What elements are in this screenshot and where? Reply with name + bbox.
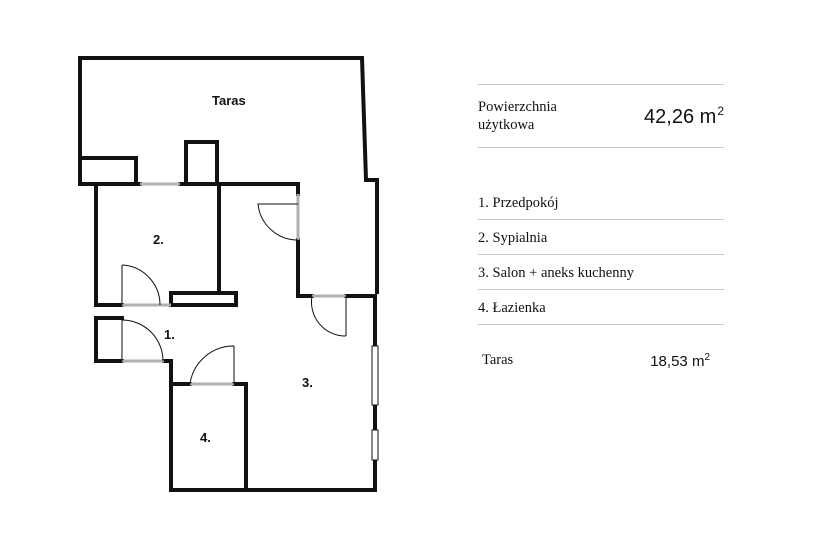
usable-area-number: 42,26 — [644, 105, 695, 128]
wall-living-left — [296, 238, 314, 298]
chimney — [184, 140, 219, 186]
window-2 — [371, 429, 379, 461]
room-label-4: 4. — [200, 430, 211, 445]
terrace-area-value: 18,53 m2 — [650, 352, 710, 370]
divider — [478, 84, 724, 85]
room-label-1: 1. — [164, 327, 175, 342]
door-swing-bedroom — [121, 264, 161, 306]
terrace-box — [78, 156, 138, 186]
terrace-area-row: Taras 18,53 m2 — [478, 352, 724, 370]
door-swing-living-top — [257, 203, 299, 241]
wall-living-right — [344, 294, 377, 348]
room-item-4: 4. Łazienka — [478, 290, 724, 325]
terrace-area-unit-sup: 2 — [704, 352, 710, 363]
usable-area-value: 42,26 m2 — [644, 104, 724, 129]
wall-hall-stub — [162, 359, 192, 386]
room-item-3: 3. Salon + aneks kuchenny — [478, 255, 724, 290]
door-swing-living — [310, 295, 347, 337]
usable-area-row: Powierzchnia użytkowa 42,26 m2 — [478, 85, 724, 147]
wall-top — [178, 182, 300, 196]
door-swing-hall — [121, 319, 164, 362]
terrace-label: Taras — [482, 352, 514, 368]
wall-bedroom-bottom-2 — [169, 291, 238, 307]
terrace-wall — [78, 56, 379, 294]
legend-panel: Powierzchnia użytkowa 42,26 m2 1. Przedp… — [478, 84, 724, 370]
usable-area-unit-sup: 2 — [717, 103, 724, 118]
terrace-area-unit: m — [691, 353, 705, 370]
terrace-area-number: 18,53 — [650, 353, 688, 370]
door-swing-bath — [189, 345, 235, 385]
window-1 — [371, 345, 379, 406]
room-item-1: 1. Przedpokój — [478, 185, 724, 220]
terrace-wall-left — [78, 56, 142, 186]
floor-plan: Taras 2. 1. 3. 4. — [78, 56, 379, 492]
wall-hall-left — [94, 316, 124, 363]
room-label-2: 2. — [153, 232, 164, 247]
usable-area-unit: m — [699, 105, 717, 128]
room-label-3: 3. — [302, 375, 313, 390]
room-label-terrace: Taras — [212, 93, 246, 108]
wall-living-bottom — [244, 458, 377, 492]
room-item-2: 2. Sypialnia — [478, 220, 724, 255]
room-list: 1. Przedpokój 2. Sypialnia 3. Salon + an… — [478, 185, 724, 325]
usable-area-label: Powierzchnia użytkowa — [478, 99, 557, 133]
divider — [478, 147, 724, 148]
